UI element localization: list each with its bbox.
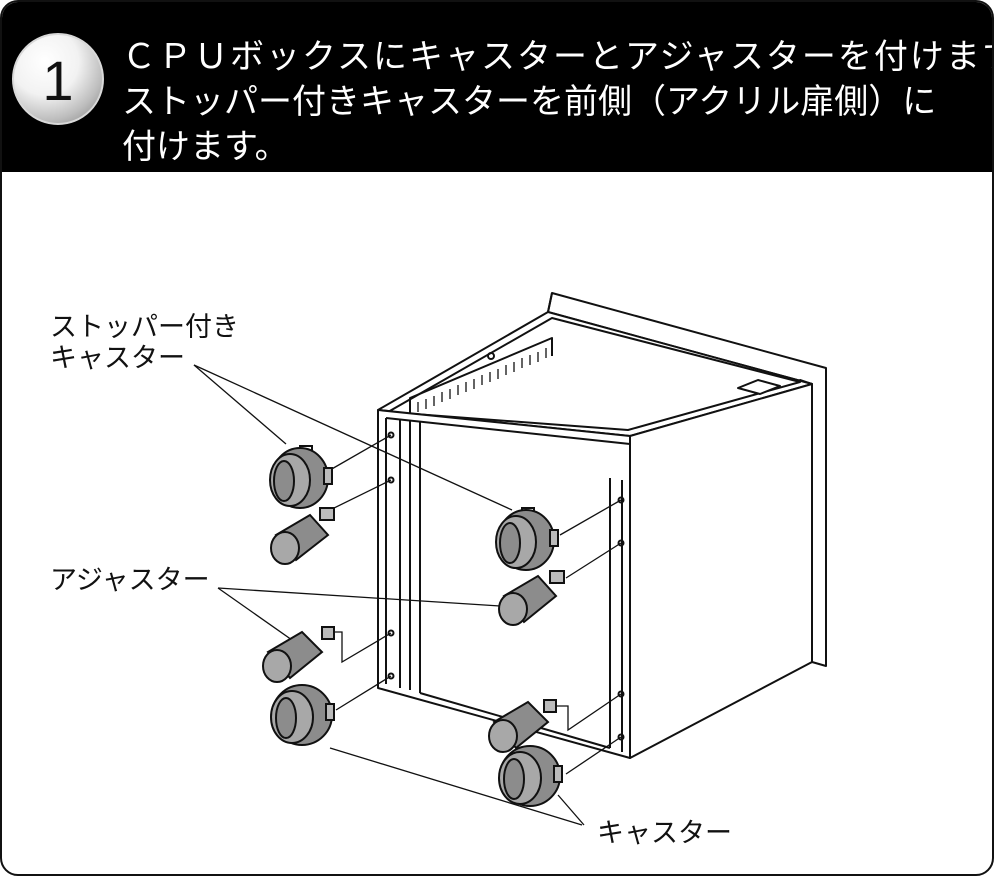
instruction-line-2: ストッパー付きキャスターを前側（アクリル扉側）に [122,82,937,122]
adjuster-left-top [270,507,335,565]
adjuster-right-top [498,570,565,626]
stopper-caster-label-line-2: キャスター [50,343,185,375]
caster-left [270,684,335,746]
adjuster-right-bottom [488,699,557,753]
cpu-box-side-face [629,383,813,759]
instruction-line-1: ＣＰＵボックスにキャスターとアジャスターを付けます。 [122,37,994,77]
adjuster-left-bottom [262,626,335,683]
caster-right [498,745,563,807]
instruction-line-3: 付けます。 [122,127,289,167]
step-number-badge: 1 [12,33,104,125]
rubber-pad [737,379,781,395]
caster-label: キャスター [597,818,732,849]
stopper-caster-label-line-1: ストッパー付き [50,312,239,343]
adjuster-label: アジャスター [50,565,210,596]
stopper-caster-right [495,507,559,571]
stopper-caster-label: ストッパー付き キャスター [50,312,239,374]
step-number: 1 [42,49,74,112]
step-header: 1 ＣＰＵボックスにキャスターとアジャスターを付けます。 ストッパー付きキャスタ… [2,2,992,172]
stopper-caster-left [269,445,333,509]
cpu-box-front-face [377,409,631,759]
